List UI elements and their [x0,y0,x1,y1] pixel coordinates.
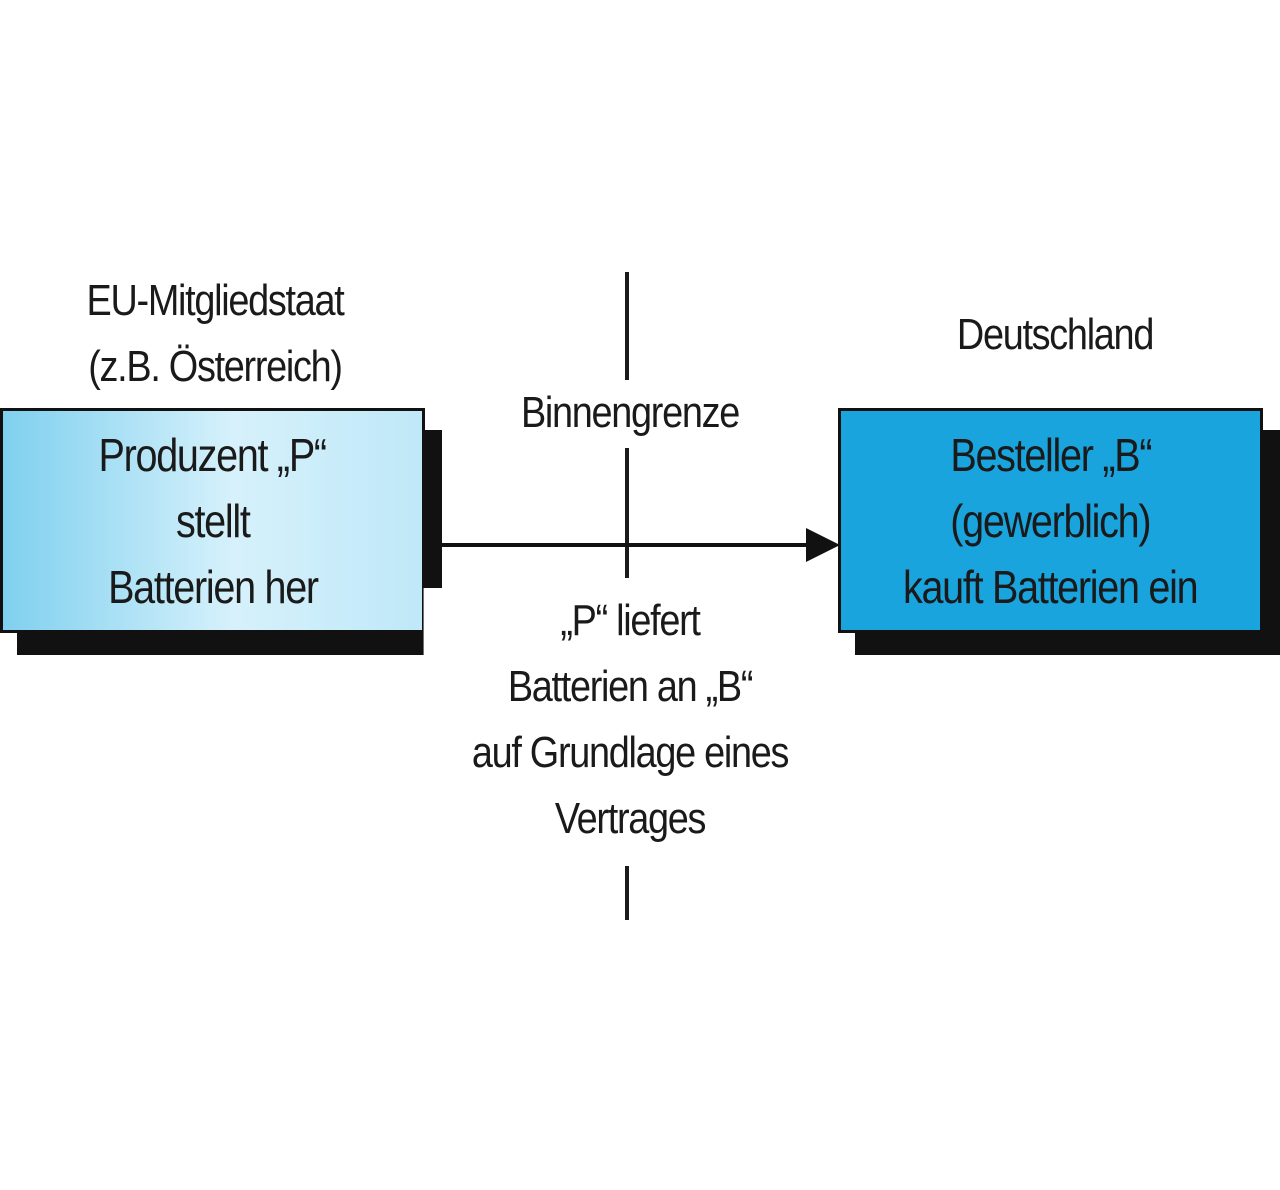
buyer-box-line-2: (gewerblich) [950,494,1152,547]
flow-line-4: Vertrages [554,794,707,843]
region-label-germany: Deutschland [870,302,1240,368]
flow-description: „P“ liefert Batterien an „B“ auf Grundla… [423,588,837,852]
producer-box-line-3: Batterien her [107,560,319,613]
buyer-box-body: Besteller „B“ (gewerblich) kauft Batteri… [838,408,1263,633]
flow-line-1: „P“ liefert [560,596,701,645]
region-right-line-1: Deutschland [956,310,1154,359]
region-left-line-1: EU-Mitgliedstaat [86,276,345,325]
border-label-text: Binnengrenze [520,388,740,437]
producer-box-body: Produzent „P“ stellt Batterien her [0,408,425,633]
region-label-eu-member-state: EU-Mitgliedstaat (z.B. Österreich) [30,268,400,400]
delivery-arrow-head [806,528,840,562]
buyer-box-line-3: kauft Batterien ein [903,560,1199,613]
border-line-bottom [625,866,629,920]
buyer-box: Besteller „B“ (gewerblich) kauft Batteri… [838,408,1280,655]
border-label: Binnengrenze [449,380,811,446]
border-line-middle [625,448,629,578]
flow-line-2: Batterien an „B“ [507,662,754,711]
producer-box-line-1: Produzent „P“ [98,428,328,481]
producer-box-line-2: stellt [175,494,251,547]
producer-box: Produzent „P“ stellt Batterien her [0,408,442,655]
flow-line-3: auf Grundlage eines [471,728,790,777]
region-left-line-2: (z.B. Österreich) [88,342,343,391]
buyer-box-line-1: Besteller „B“ [950,428,1152,481]
border-line-top [625,272,629,380]
